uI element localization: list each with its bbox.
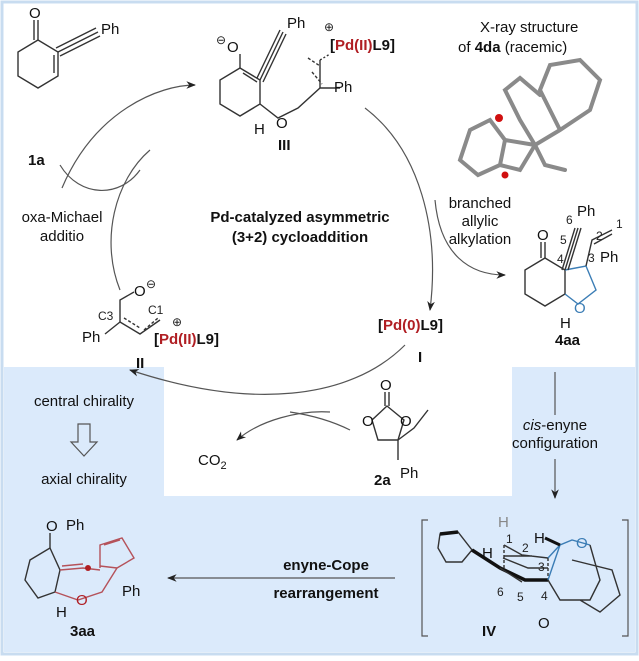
compound-label-4aa: 4aa	[555, 332, 581, 349]
axial-chirality-label: axial chirality	[41, 471, 127, 488]
atom-O: O	[538, 615, 550, 632]
catalyst-label-I: [Pd(0)L9]	[378, 317, 443, 334]
xray-caption-line2: of 4da (racemic)	[458, 39, 567, 56]
locant: 2	[522, 541, 529, 555]
oxygen-atom	[495, 114, 503, 122]
locant: 5	[560, 233, 567, 247]
phenyl-label: Ph	[122, 583, 140, 600]
phenyl-label: Ph	[82, 329, 100, 346]
atom-O: O	[380, 377, 392, 394]
phenyl-label: Ph	[400, 465, 418, 482]
intermediate-label-III: III	[278, 137, 291, 154]
locant: 2	[596, 229, 603, 243]
phenyl-label: Ph	[287, 15, 305, 32]
compound-label-3aa: 3aa	[70, 623, 96, 640]
compound-label-1a: 1a	[28, 152, 45, 169]
locant: 3	[588, 251, 595, 265]
positive-charge-icon: ⊕	[172, 315, 182, 329]
atom-O: O	[574, 300, 586, 317]
atom-O: O	[576, 535, 588, 552]
step-label-branched: allylic	[462, 213, 499, 230]
atom-O: O	[134, 283, 146, 300]
co2-label: CO2	[198, 452, 227, 472]
atom-O: O	[227, 39, 239, 56]
cis-enyne-label: cis-enyne	[523, 417, 587, 434]
xray-structure: X-ray structure of 4da (racemic)	[457, 19, 603, 179]
carbon-label-c1: C1	[148, 303, 164, 317]
enyne-cope-label: enyne-Cope	[283, 557, 369, 574]
locant: 1	[506, 532, 513, 546]
intermediate-label-I: I	[418, 349, 422, 366]
arrow-to-4aa	[434, 199, 506, 279]
xray-model	[457, 57, 603, 178]
locant: 3	[538, 560, 545, 574]
phenyl-label: Ph	[334, 79, 352, 96]
negative-charge-icon: ⊖	[146, 277, 156, 291]
locant: 4	[541, 589, 548, 603]
configuration-label: configuration	[512, 435, 598, 452]
locant: 6	[566, 213, 573, 227]
compound-4aa: O Ph Ph O H 1 2 3 4 5 6 4aa	[524, 203, 623, 349]
phenyl-label: Ph	[577, 203, 595, 220]
atom-H: H	[560, 315, 571, 332]
compound-label-2a: 2a	[374, 472, 391, 489]
atom-H: H	[534, 530, 545, 547]
arrow-III-to-I	[364, 107, 435, 311]
locant: 5	[517, 590, 524, 604]
compound-3aa: O Ph Ph O H 3aa	[24, 517, 140, 640]
atom-O: O	[400, 413, 412, 430]
xray-caption-line1: X-ray structure	[480, 19, 578, 36]
phenyl-label: Ph	[101, 21, 119, 38]
catalyst-label: [Pd(II)L9]	[154, 331, 219, 348]
catalyst-label: [Pd(II)L9]	[330, 37, 395, 54]
step-label-branched: alkylation	[449, 231, 512, 248]
phenyl-label: Ph	[600, 249, 618, 266]
arrow-I-to-II	[129, 344, 406, 395]
atom-O: O	[276, 115, 288, 132]
intermediate-II: O ⊖ C3 C1 ⊕ Ph [Pd(II)L9] II	[82, 277, 219, 372]
blue-panel-bottom	[4, 367, 635, 652]
positive-charge-icon: ⊕	[324, 20, 334, 34]
allene-center-dot	[85, 565, 91, 571]
intermediate-IV: H H H O O 1 2 3 4 5 6 IV	[421, 514, 629, 640]
step-label-branched: branched	[449, 195, 512, 212]
atom-H: H	[56, 604, 67, 621]
cycle-title-line1: Pd-catalyzed asymmetric	[210, 209, 389, 226]
rearrangement-label: rearrangement	[273, 585, 378, 602]
arc-2a-entry	[289, 411, 351, 431]
atom-H: H	[498, 514, 509, 531]
atom-H: H	[482, 545, 493, 562]
hollow-down-arrow-icon	[69, 423, 99, 457]
atom-O: O	[76, 592, 88, 609]
step-label-oxa-michael: additio	[40, 228, 84, 245]
atom-O: O	[46, 518, 58, 535]
cycle-title-line2: (3+2) cycloaddition	[232, 229, 368, 246]
intermediate-III: O ⊖ Ph Ph O H ⊕ [Pd(II)L9] III	[216, 15, 395, 154]
arrow-to-co2	[236, 411, 331, 441]
atom-O: O	[362, 413, 374, 430]
arc-1a-entry	[59, 164, 141, 191]
locant: 1	[616, 217, 623, 231]
phenyl-label: Ph	[66, 517, 84, 534]
oxygen-atom	[501, 171, 509, 179]
arrow-1a-to-III	[61, 81, 196, 189]
locant: 6	[497, 585, 504, 599]
locant: 4	[557, 252, 564, 266]
compound-1a: O Ph 1a	[17, 5, 119, 169]
arrow-II-to-III	[110, 149, 151, 291]
step-label-oxa-michael: oxa-Michael	[22, 209, 103, 226]
compound-2a: O O O Ph 2a	[362, 377, 429, 489]
central-chirality-label: central chirality	[34, 393, 135, 410]
carbon-label-c3: C3	[98, 309, 114, 323]
intermediate-label-II: II	[136, 355, 144, 372]
intermediate-label-IV: IV	[482, 623, 496, 640]
atom-H: H	[254, 121, 265, 138]
atom-O: O	[537, 227, 549, 244]
negative-charge-icon: ⊖	[216, 33, 226, 47]
atom-O: O	[29, 5, 41, 22]
